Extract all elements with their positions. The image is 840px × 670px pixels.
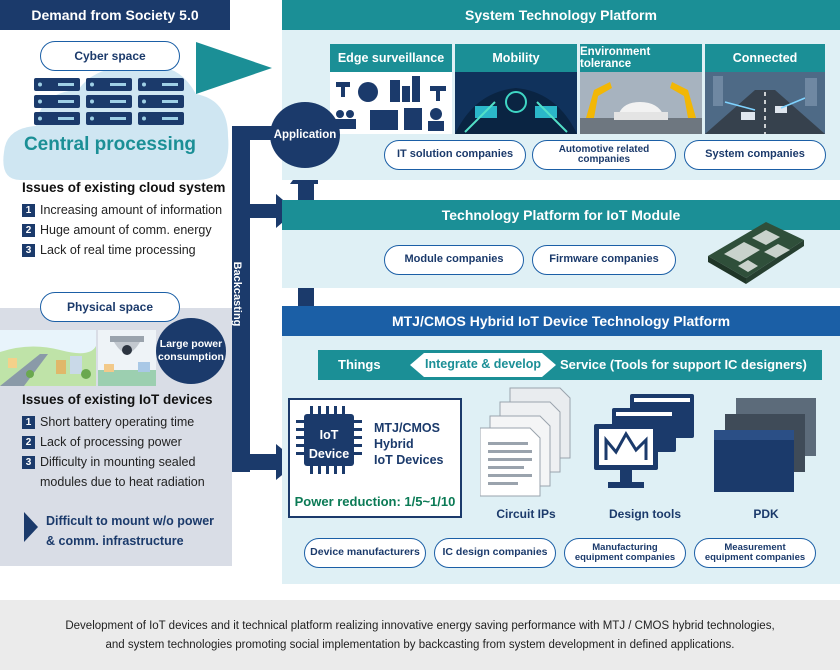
things-service-bar [318, 350, 822, 380]
central-processing-label: Central processing [23, 134, 197, 155]
firmware-companies-pill: Firmware companies [532, 245, 676, 275]
it-solution-companies-pill: IT solution companies [384, 140, 526, 170]
service-label: Service (Tools for support IC designers) [560, 357, 807, 372]
pdk-folders-icon [714, 398, 816, 492]
tile-edge-surveillance: Edge surveillance [330, 44, 452, 134]
arrow-right-icon [196, 42, 272, 94]
society-header: Demand from Society 5.0 [0, 0, 230, 30]
system-companies-pill: System companies [684, 140, 826, 170]
city-landscape-icon [0, 330, 96, 386]
physical-space-pill: Physical space [40, 292, 180, 322]
monitors-icon [594, 394, 694, 488]
server-rack-icon [34, 78, 184, 125]
ic-design-companies-pill: IC design companies [434, 538, 556, 568]
chip-label: IoT Device [308, 428, 350, 461]
cyber-space-pill: Cyber space [40, 41, 180, 71]
automotive-companies-pill: Automotive related companies [532, 140, 676, 170]
security-camera-icon [98, 330, 156, 386]
tile-connected: Connected [705, 44, 825, 134]
module-companies-pill: Module companies [384, 245, 524, 275]
documents-icon [480, 387, 571, 497]
pdk-label: PDK [753, 507, 779, 521]
things-label: Things [338, 357, 381, 372]
large-power-badge: Large power consumption [156, 318, 226, 384]
caption-panel [0, 600, 840, 670]
iot-module-board-icon [708, 222, 804, 284]
iot-module-header: Technology Platform for IoT Module [282, 200, 840, 230]
mtj-platform-header: MTJ/CMOS Hybrid IoT Device Technology Pl… [282, 306, 840, 336]
device-title: MTJ/CMOS Hybrid IoT Devices [374, 421, 444, 467]
difficult-to-mount-text: Difficult to mount w/o power & comm. inf… [46, 514, 215, 548]
backcasting-label-text: Backcasting [231, 261, 243, 327]
power-reduction-label: Power reduction: 1/5~1/10 [294, 494, 456, 509]
caption-text: Development of IoT devices and it techni… [65, 620, 775, 651]
play-arrow-icon [24, 512, 38, 542]
system-platform-header: System Technology Platform [282, 0, 840, 30]
manufacturing-equipment-pill: Manufacturing equipment companies [564, 538, 686, 568]
circuit-ips-label: Circuit IPs [496, 507, 556, 521]
chip-icon [296, 406, 362, 474]
integrate-label: Integrate & develop [425, 357, 541, 371]
tile-environment-tolerance: Environment tolerance [580, 44, 702, 134]
integrate-double-arrow [410, 353, 556, 377]
application-badge: Application [270, 102, 340, 168]
iot-issues-title: Issues of existing IoT devices [22, 392, 213, 407]
tile-mobility: Mobility [455, 44, 577, 134]
design-tools-label: Design tools [608, 507, 681, 521]
list-item-continuation: modules due to heat radiation [40, 475, 205, 489]
cloud-issues-title: Issues of existing cloud system [22, 180, 226, 195]
measurement-equipment-pill: Measurement equipment companies [694, 538, 816, 568]
device-manufacturers-pill: Device manufacturers [304, 538, 426, 568]
